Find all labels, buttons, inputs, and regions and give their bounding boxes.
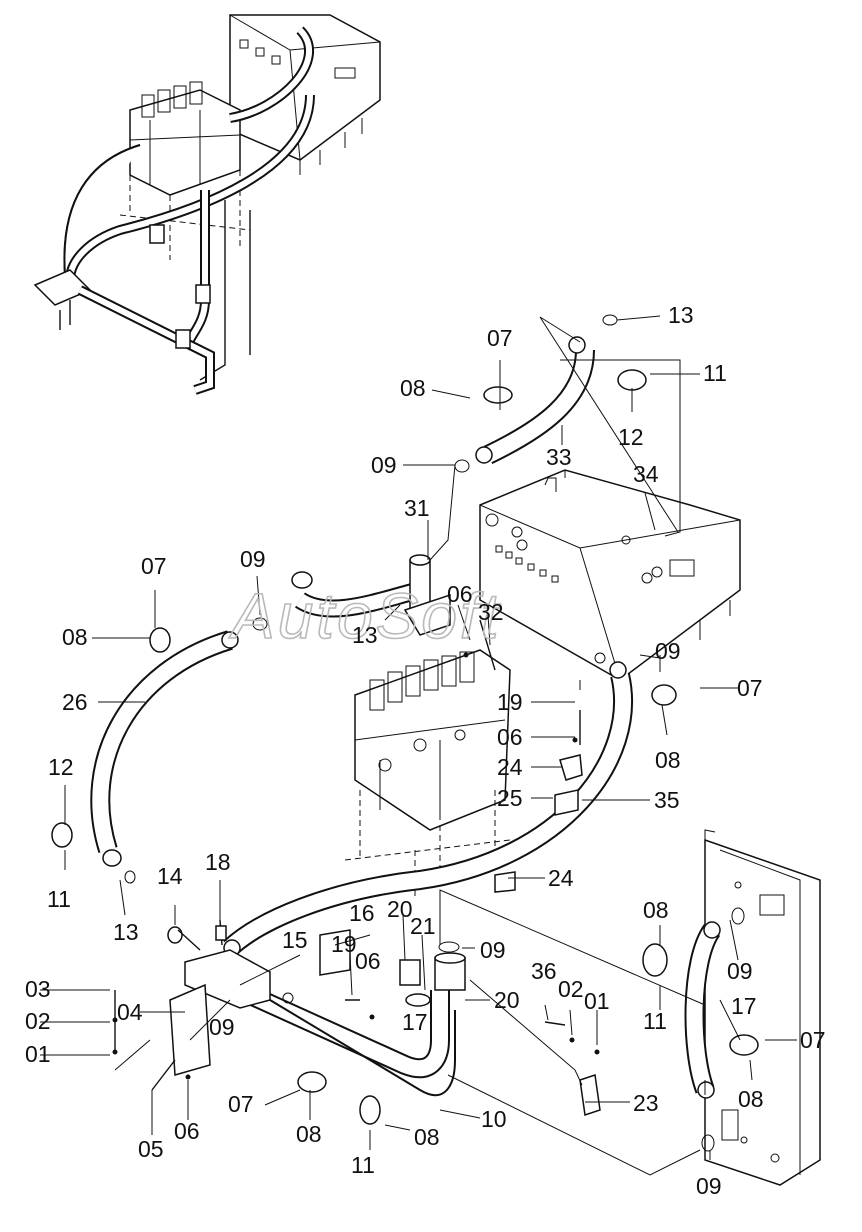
callout-19: 19 [497,689,523,715]
callout-21: 21 [410,913,436,939]
oil-cooler [704,829,821,1186]
callout-07: 07 [737,675,763,701]
callout-24: 24 [548,865,574,891]
callout-08: 08 [655,747,681,773]
callout-07: 07 [800,1027,826,1053]
callout-02: 02 [25,1008,51,1034]
overview-assembly [33,14,381,395]
callout-06: 06 [447,581,473,607]
callout-07: 07 [228,1091,254,1117]
callout-11: 11 [703,360,727,386]
callout-15: 15 [282,927,308,953]
callout-12: 12 [618,424,644,450]
callout-13: 13 [668,302,694,328]
callout-35: 35 [654,787,680,813]
callout-09: 09 [209,1014,235,1040]
callout-08: 08 [296,1121,322,1147]
leader-lines [40,315,797,1176]
callout-11: 11 [351,1152,375,1178]
callout-03: 03 [25,976,51,1002]
callout-10: 10 [481,1106,507,1132]
fittings [51,314,759,1152]
callout-09: 09 [240,546,266,572]
callout-20: 20 [494,987,520,1013]
callout-09: 09 [727,958,753,984]
callout-13: 13 [352,622,378,648]
callout-11: 11 [643,1008,667,1034]
callout-08: 08 [414,1124,440,1150]
callout-19: 19 [331,931,357,957]
hoses [90,349,721,1097]
callout-33: 33 [546,444,572,470]
callout-31: 31 [404,495,430,521]
callout-14: 14 [157,863,183,889]
callout-01: 01 [584,988,610,1014]
callout-06: 06 [355,948,381,974]
watermark-text: AutoSoft [228,580,502,652]
callout-17: 17 [402,1009,428,1035]
callout-01: 01 [25,1041,51,1067]
callout-08: 08 [643,897,669,923]
callout-08: 08 [738,1086,764,1112]
callout-25: 25 [497,785,523,811]
callout-09: 09 [480,937,506,963]
callout-20: 20 [387,896,413,922]
callout-26: 26 [62,689,88,715]
callout-08: 08 [400,375,426,401]
callout-18: 18 [205,849,231,875]
callout-23: 23 [633,1090,659,1116]
callout-06: 06 [174,1118,200,1144]
callout-09: 09 [371,452,397,478]
callout-12: 12 [48,754,74,780]
callout-09: 09 [696,1173,722,1199]
callout-34: 34 [633,461,659,487]
callout-05: 05 [138,1136,164,1162]
callout-32: 32 [478,599,504,625]
callout-08: 08 [62,624,88,650]
callout-06: 06 [497,724,523,750]
hydraulic-tank [479,469,741,695]
callout-24: 24 [497,754,523,780]
callout-17: 17 [731,993,757,1019]
callout-09: 09 [655,638,681,664]
callout-02: 02 [558,976,584,1002]
callout-11: 11 [47,886,71,912]
callout-13: 13 [113,919,139,945]
callout-labels: 13 07 11 08 12 09 33 34 31 07 09 06 32 0… [25,302,826,1199]
callout-04: 04 [117,999,143,1025]
callout-07: 07 [141,553,167,579]
callout-07: 07 [487,325,513,351]
callout-16: 16 [349,900,375,926]
control-valve-block [344,649,511,900]
callout-36: 36 [531,958,557,984]
